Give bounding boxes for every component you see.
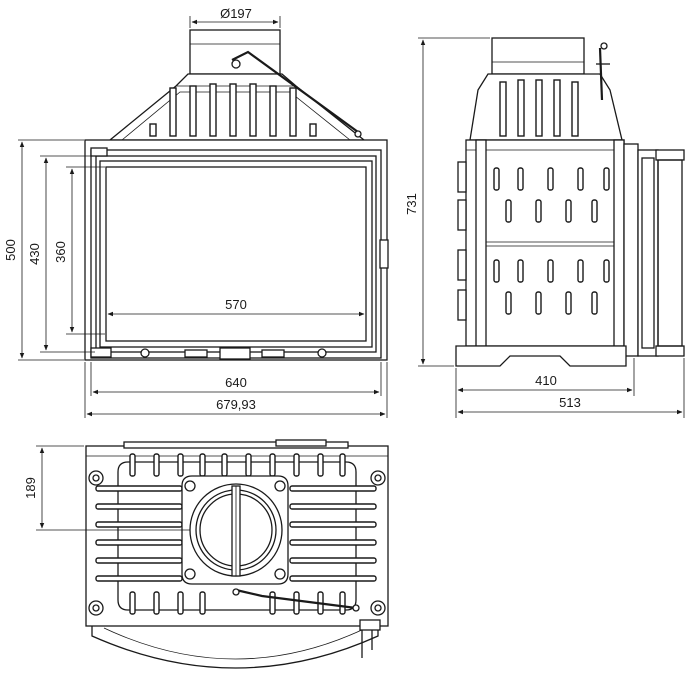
door-handle xyxy=(379,239,389,269)
front-frame xyxy=(84,139,388,361)
top-ribs-upper xyxy=(129,453,346,477)
top-door-arc xyxy=(91,624,379,669)
top-damper-lever xyxy=(235,588,357,610)
front-height-door-label: 430 xyxy=(27,243,42,265)
side-door xyxy=(623,143,639,357)
side-depth-total-label: 513 xyxy=(559,395,581,410)
top-view: 189 xyxy=(23,439,389,669)
front-view: Ø197 500 430 360 570 640 xyxy=(3,6,389,418)
flue-diameter-label: Ø197 xyxy=(220,6,252,21)
glass-panel xyxy=(105,166,367,342)
top-dimensions: 189 xyxy=(23,445,190,531)
side-body xyxy=(465,139,625,347)
side-rib-slots xyxy=(493,167,610,315)
hood-ribs xyxy=(149,83,317,137)
overall-width-label: 679,93 xyxy=(216,397,256,412)
front-height-glass-label: 360 xyxy=(53,241,68,263)
side-left-fins xyxy=(457,161,467,321)
hood xyxy=(108,73,366,141)
top-ribs-right xyxy=(289,485,377,582)
side-depth-body-label: 410 xyxy=(535,373,557,388)
side-base xyxy=(455,345,627,367)
side-view: 731 410 513 xyxy=(404,37,685,418)
top-offset-label: 189 xyxy=(23,477,38,499)
front-dimensions: Ø197 500 430 360 570 640 xyxy=(3,6,388,418)
side-hood-ribs xyxy=(499,79,579,137)
damper-lever xyxy=(231,50,359,133)
total-height-label: 731 xyxy=(404,193,419,215)
top-corner-bolts xyxy=(88,470,386,616)
body-width-label: 640 xyxy=(225,375,247,390)
side-hood xyxy=(469,73,623,141)
front-height-total-label: 500 xyxy=(3,239,18,261)
glass-width-label: 570 xyxy=(225,297,247,312)
top-plate xyxy=(117,461,357,611)
side-dimensions: 731 410 513 xyxy=(404,37,685,418)
door-hinge xyxy=(90,147,108,157)
side-flue-collar xyxy=(491,37,585,75)
